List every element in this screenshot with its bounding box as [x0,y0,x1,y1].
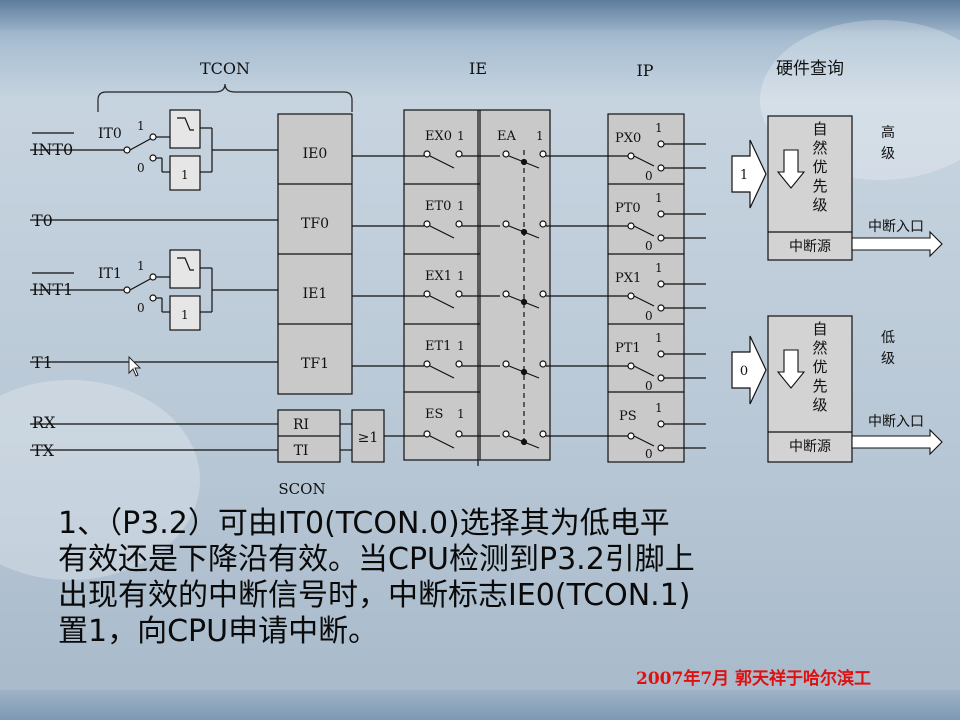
it0-label: IT0 [98,126,122,142]
px0-one: 1 [655,121,663,135]
ip-register-block [607,113,685,463]
high-priority-unit [731,115,853,261]
tcon-flag-column [277,113,353,395]
int1-selector [30,249,278,331]
ip-switch-row [608,140,706,172]
ea-one: 1 [536,129,544,143]
ip-switch-row [608,420,706,452]
high-entry-arrow [851,230,943,258]
pt1-one: 1 [655,331,663,345]
flag-to-ie-lines [352,155,404,437]
high-unit-input-value: 1 [740,168,748,183]
px0-bit: PX0 [615,131,641,146]
et1-bit: ET1 [425,339,451,354]
high-interrupt-source: 中断源 [789,239,831,255]
it0-zero-label: 0 [137,161,145,175]
description-line-4: 置1，向CPU申请中断。 [58,614,379,649]
it1-one-label: 1 [137,259,145,273]
rx-label: RX [32,413,56,432]
et0-one: 1 [457,199,465,213]
ti-flag: TI [294,443,309,459]
scon-label: SCON [278,480,325,498]
description-line-3: 出现有效的中断信号时，中断标志IE0(TCON.1) [58,578,691,613]
px0-zero: 0 [645,169,653,183]
pt0-bit: PT0 [615,201,641,216]
description-line-1: 1、（P3.2）可由IT0(TCON.0)选择其为低电平 [58,506,670,541]
tf0-flag: TF0 [301,216,329,232]
ex1-bit: EX1 [425,269,452,284]
mouse-cursor-icon [128,356,142,377]
ie-switch-row [404,290,550,309]
ps-one: 1 [655,401,663,415]
ip-switch-row [608,210,706,242]
ie-switch-row [404,430,550,449]
ps-zero: 0 [645,447,653,461]
ex1-one: 1 [457,269,465,283]
es-one: 1 [457,407,465,421]
low-interrupt-source: 中断源 [789,439,831,455]
low-natural-priority-text: 自然优先级 [812,320,827,414]
low-priority-unit [731,315,853,463]
high-natural-priority-text: 自然优先级 [812,120,827,214]
hardware-poll-header: 硬件查询 [776,59,844,79]
description-line-2: 有效还是下降沿有效。当CPU检测到P3.2引脚上 [58,542,695,577]
or-gate: ≥1 [358,430,379,446]
ie-header: IE [469,59,487,78]
tcon-brace [97,83,353,112]
ip-switch-row [608,350,706,382]
ie1-flag: IE1 [303,286,328,302]
high-priority-label: 高级 [881,124,895,162]
interrupt-structure-diagram: TCON IE IP 硬件查询 INT0 T0 INT1 T1 RX TX IT… [30,59,943,498]
ip-header: IP [636,61,653,80]
pt0-one: 1 [655,191,663,205]
es-bit: ES [425,407,443,422]
ie-switch-row [404,360,550,379]
et0-bit: ET0 [425,199,451,214]
ip-switches [608,140,706,452]
int0-level-box-label: 1 [181,168,189,182]
low-entry-arrow [851,428,943,456]
ip-switch-row [608,280,706,312]
low-unit-input-value: 0 [740,364,748,379]
pt1-bit: PT1 [615,341,641,356]
it0-one-label: 1 [137,119,145,133]
tcon-header: TCON [200,59,250,78]
author-footer: 2007年7月 郭天祥于哈尔滨工 [636,669,872,689]
ie0-flag: IE0 [303,146,328,162]
ps-bit: PS [619,409,637,424]
px1-one: 1 [655,261,663,275]
int0-selector [30,109,278,191]
pt1-zero: 0 [645,379,653,393]
it1-zero-label: 0 [137,301,145,315]
ex0-one: 1 [457,129,465,143]
pt0-zero: 0 [645,239,653,253]
tf1-flag: TF1 [301,356,329,372]
low-interrupt-entry-label: 中断入口 [868,414,924,430]
px1-bit: PX1 [615,271,641,286]
et1-one: 1 [457,339,465,353]
background-decoration [0,380,200,580]
ex0-bit: EX0 [425,129,452,144]
description-text: 1、（P3.2）可由IT0(TCON.0)选择其为低电平 有效还是下降沿有效。当… [58,506,888,650]
scon-flag-box [277,409,385,463]
ri-flag: RI [293,417,309,433]
px1-zero: 0 [645,309,653,323]
ie-register-block [403,109,551,461]
it1-label: IT1 [98,266,122,282]
int1-level-box-label: 1 [181,308,189,322]
low-priority-label: 低级 [881,330,895,367]
background-bottom-band [0,690,960,720]
ie-to-ip-lines [550,155,608,437]
ea-bit: EA [497,129,516,144]
high-interrupt-entry-label: 中断入口 [868,219,924,235]
background-top-band [0,0,960,30]
